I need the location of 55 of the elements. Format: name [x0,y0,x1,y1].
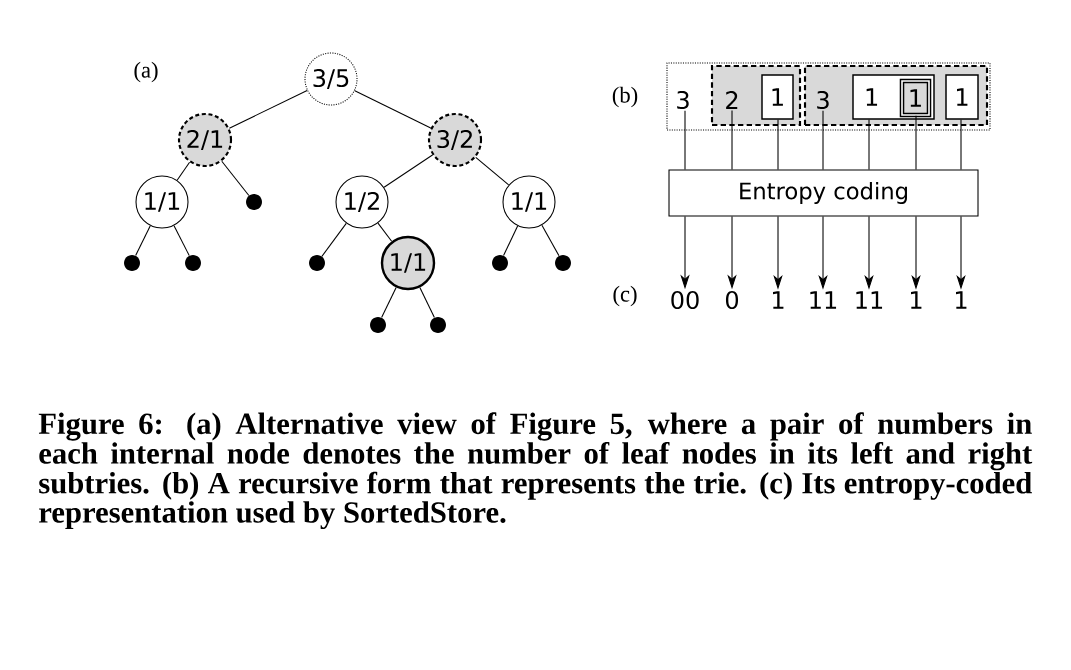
number: 3 [817,90,829,110]
number-box: 1 [945,74,979,120]
tree-edge [228,90,308,129]
number-box: 1 [761,74,794,120]
tree-edge [173,225,190,257]
connector-line [731,109,733,170]
leaf-dot [555,255,571,271]
leaf-dot [430,317,446,333]
connector-line [822,110,824,170]
code-bits: 00 [671,290,699,310]
tree-node: 2/1 [177,112,233,168]
tree-node: 1/1 [135,175,189,229]
code-bits: 1 [911,291,922,309]
leaf-dot [492,255,508,271]
connector-line [868,119,870,170]
leaf-dot [309,255,325,271]
code-bits: 11 [810,291,837,309]
number-box: 1 [899,78,932,118]
entropy-coding-box: Entropy coding [668,169,979,217]
number: 2 [726,91,738,109]
leaf-dot [124,255,140,271]
dotted-frame [666,62,991,131]
caption: Figure 6: (a) Alternative view of Figure 5, where a pair of numbers in each internal node denotes the number of leaf nodes in its left and right subtries. (b) A recursive form that represents the trie. (c) Its entropy-coded representation used by SortedStore. [38,412,1033,530]
tree-node: 3/2 [427,112,483,168]
code-bits: 1 [956,291,967,309]
leaf-dot [185,255,201,271]
tree-edge [419,286,435,319]
tree-edge [381,286,397,319]
tree-edge [377,222,393,242]
panel-label: (b) [612,86,638,108]
panel-label: (c) [613,285,637,307]
tree-edge [321,222,347,257]
code-bits: 1 [773,291,784,309]
tree-edge [221,160,250,197]
tree-node: 1/2 [335,175,389,229]
tree-node: 3/5 [304,52,358,106]
tree-node: 1/1 [380,235,436,291]
tree-edge [503,225,519,257]
code-bits: 0 [725,290,739,310]
code-bits: 11 [856,291,883,309]
tree-edge [541,224,560,257]
tree-edge [176,161,191,181]
connector-line [915,115,917,170]
leaf-dot [370,317,386,333]
number: 3 [677,90,689,110]
connector-line [684,110,686,170]
tree-edge [354,90,432,129]
connector-line [960,119,962,170]
tree-edge [383,154,434,188]
panel-label: (a) [134,61,158,83]
leaf-dot [246,194,262,210]
tree-edge [135,225,151,257]
tree-edge [475,156,510,186]
connector-line [777,119,779,170]
tree-node: 1/1 [502,175,556,229]
